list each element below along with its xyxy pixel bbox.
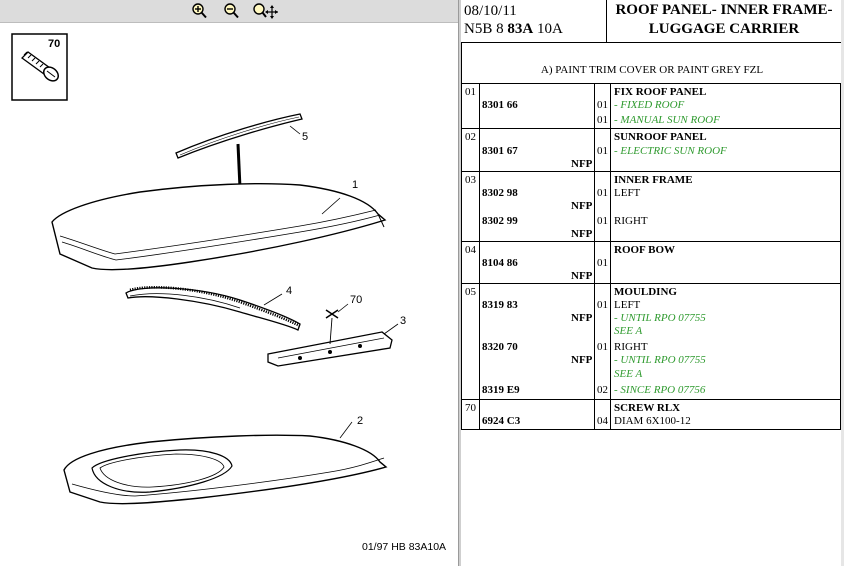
parts-group-05[interactable]: 05 MOULDING 8319 83 01 LEFT NFP - UNTIL … (461, 284, 841, 400)
part-desc: INNER FRAME (614, 174, 693, 186)
part-desc: SUNROOF PANEL (614, 131, 707, 143)
part-variant: - MANUAL SUN ROOF (614, 114, 720, 126)
window-edge (841, 0, 844, 566)
catalog-date: 08/10/11 (464, 3, 517, 19)
part-side: RIGHT (614, 215, 648, 227)
zoom-toolbar (0, 0, 458, 23)
screw-inset (11, 33, 68, 101)
part-qty: 01 (597, 257, 608, 269)
part-qty: 04 (597, 415, 608, 427)
callout-3: 3 (400, 315, 406, 327)
part-spec: DIAM 6X100-12 (614, 415, 691, 427)
group-ref: 01 (465, 86, 476, 98)
header-info: 08/10/11 N5B 8 83A 10A (461, 0, 607, 42)
part-qty: 01 (597, 114, 608, 126)
part-qty: 02 (597, 384, 608, 396)
nfp-flag: NFP (571, 354, 593, 366)
screw-icon (21, 51, 59, 82)
part-side: RIGHT (614, 341, 648, 353)
parts-group-04[interactable]: 04 ROOF BOW 8104 86 01 NFP (461, 242, 841, 284)
catalog-code: N5B 8 83A 10A (464, 21, 563, 38)
part-number[interactable]: 8104 86 (482, 257, 518, 269)
part-desc: MOULDING (614, 286, 677, 298)
inset-callout: 70 (48, 38, 60, 50)
nfp-flag: NFP (571, 200, 593, 212)
group-ref: 02 (465, 131, 476, 143)
zoom-pan-icon[interactable] (252, 3, 278, 19)
parts-group-02[interactable]: 02 SUNROOF PANEL 8301 67 01 - ELECTRIC S… (461, 129, 841, 172)
part-2-sunroof-panel (63, 434, 388, 505)
code-bold: 83A (507, 21, 534, 37)
nfp-flag: NFP (571, 312, 593, 324)
part-desc: FIX ROOF PANEL (614, 86, 707, 98)
group-ref: 03 (465, 174, 476, 186)
part-note: - UNTIL RPO 07755 (614, 354, 706, 366)
part-variant: - ELECTRIC SUN ROOF (614, 145, 727, 157)
group-ref: 05 (465, 286, 476, 298)
notes-box: A) PAINT TRIM COVER OR PAINT GREY FZL (461, 42, 843, 84)
page-title: ROOF PANEL- INNER FRAME- LUGGAGE CARRIER (607, 1, 841, 39)
group-ref: 04 (465, 244, 476, 256)
part-desc: ROOF BOW (614, 244, 676, 256)
diagram-reference: 01/97 HB 83A10A (362, 541, 446, 553)
title-line-1: ROOF PANEL- INNER FRAME- (615, 2, 833, 18)
part-number[interactable]: 8319 E9 (482, 384, 520, 396)
callout-5: 5 (302, 131, 308, 143)
part-qty: 01 (597, 187, 608, 199)
parts-group-70[interactable]: 70 SCREW RLX 6924 C3 04 DIAM 6X100-12 (461, 400, 841, 430)
nfp-flag: NFP (571, 270, 593, 282)
part-note: - UNTIL RPO 07755 (614, 312, 706, 324)
part-qty: 01 (597, 145, 608, 157)
part-qty: 01 (597, 299, 608, 311)
code-suffix: 10A (533, 21, 563, 37)
callout-70: 70 (350, 294, 362, 306)
part-qty: 01 (597, 341, 608, 353)
exploded-parts-diagram: 1 2 3 4 5 70 70 01/97 HB 83A10A (11, 33, 446, 553)
part-variant: - FIXED ROOF (614, 99, 685, 111)
group-ref: 70 (465, 402, 476, 414)
parts-group-01[interactable]: 01 8301 66 FIX ROOF PANEL 01 - FIXED ROO… (461, 84, 841, 129)
part-1-fix-roof-panel (51, 182, 387, 271)
parts-header: 08/10/11 N5B 8 83A 10A ROOF PANEL- INNER… (461, 0, 841, 43)
part-number[interactable]: 8301 66 (482, 99, 518, 111)
part-4-inner-frame (125, 286, 301, 331)
part-side: LEFT (614, 187, 641, 199)
part-qty: 01 (597, 215, 608, 227)
parts-group-03[interactable]: 03 INNER FRAME 8302 98 01 LEFT NFP 8302 … (461, 172, 841, 242)
pane-splitter[interactable] (458, 0, 462, 566)
part-number[interactable]: 8319 83 (482, 299, 518, 311)
part-note: - SINCE RPO 07756 (614, 384, 706, 396)
part-qty: 01 (597, 99, 608, 111)
part-number[interactable]: 8302 98 (482, 187, 518, 199)
part-desc: SCREW RLX (614, 402, 681, 414)
part-note: SEE A (614, 368, 643, 380)
callout-1: 1 (352, 179, 358, 191)
part-number[interactable]: 8302 99 (482, 215, 518, 227)
code-prefix: N5B 8 (464, 21, 508, 37)
part-number[interactable]: 8301 67 (482, 145, 518, 157)
zoom-in-icon[interactable] (190, 3, 208, 19)
part-note: SEE A (614, 325, 643, 337)
part-side: LEFT (614, 299, 641, 311)
parts-list-pane: 08/10/11 N5B 8 83A 10A ROOF PANEL- INNER… (461, 0, 844, 566)
diagram-pane: 1 2 3 4 5 70 70 01/97 HB 83A10A (0, 0, 458, 553)
nfp-flag: NFP (571, 228, 593, 240)
callout-4: 4 (286, 285, 292, 297)
part-number[interactable]: 6924 C3 (482, 415, 521, 427)
note-text: A) PAINT TRIM COVER OR PAINT GREY FZL (540, 64, 764, 76)
title-line-2: LUGGAGE CARRIER (648, 21, 800, 37)
nfp-flag: NFP (571, 158, 593, 170)
part-3-roof-bow (267, 309, 393, 367)
zoom-out-icon[interactable] (222, 3, 240, 19)
part-number[interactable]: 8320 70 (482, 341, 518, 353)
callout-2: 2 (357, 415, 363, 427)
